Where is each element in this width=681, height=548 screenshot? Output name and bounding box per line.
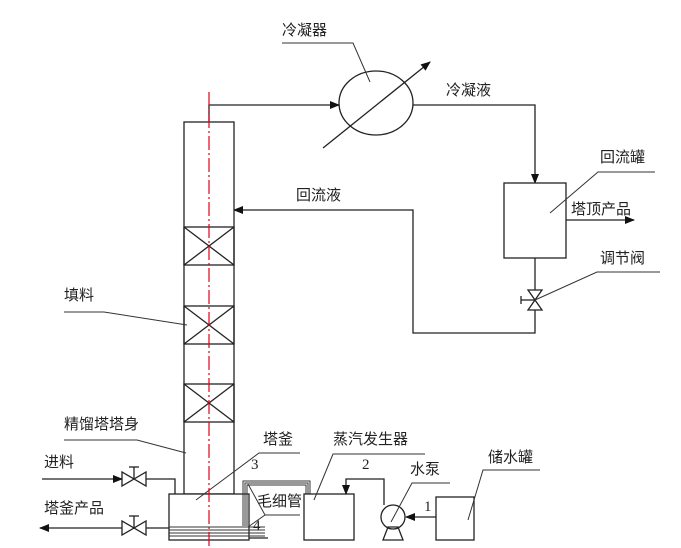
condenser <box>322 61 431 149</box>
water-pump-icon[interactable] <box>380 504 406 541</box>
label-water-tank: 储水罐 <box>488 448 533 466</box>
label-water-pump: 水泵 <box>410 460 440 478</box>
label-control-valve: 调节阀 <box>600 249 645 267</box>
vapor-line <box>208 101 340 122</box>
control-valve-icon[interactable] <box>520 289 544 311</box>
label-condensate: 冷凝液 <box>446 81 491 99</box>
label-reboiler: 塔釜 <box>263 430 293 448</box>
water-tank <box>435 496 475 541</box>
label-top-product: 塔顶产品 <box>571 200 631 218</box>
label-column-body: 精馏塔塔身 <box>64 415 139 433</box>
leader-steam-generator <box>313 453 425 501</box>
leader-packing <box>64 311 188 326</box>
label-number-3: 3 <box>251 457 259 473</box>
leader-water-pump <box>390 482 450 523</box>
label-number-2: 2 <box>362 457 370 473</box>
feed-valve-icon[interactable] <box>121 466 147 488</box>
reflux-line <box>233 206 536 334</box>
reboiler-liquid <box>169 526 265 537</box>
label-packing: 填料 <box>64 286 94 304</box>
coolant-arrow-icon <box>322 61 431 149</box>
condensate-line <box>413 104 539 184</box>
bottom-valve-icon[interactable] <box>121 515 147 537</box>
label-reflux-tank: 回流罐 <box>600 148 645 166</box>
label-number-4: 4 <box>253 518 261 534</box>
leader-reboiler <box>195 452 300 501</box>
label-steam-generator: 蒸汽发生器 <box>333 430 408 448</box>
label-feed: 进料 <box>44 453 74 471</box>
label-condenser: 冷凝器 <box>282 21 327 39</box>
label-capillary: 毛细管 <box>257 492 302 510</box>
reflux-tank <box>503 182 567 259</box>
label-number-1: 1 <box>424 499 432 515</box>
leader-condenser <box>282 42 371 83</box>
leader-water-tank <box>467 469 540 521</box>
water-line-to-generator <box>342 478 385 505</box>
leader-reflux-tank <box>549 171 655 214</box>
leader-control-valve <box>534 271 660 301</box>
steam-generator <box>303 493 355 541</box>
label-bottom-product: 塔釜产品 <box>44 499 104 517</box>
leader-column-body <box>64 439 187 454</box>
label-reflux-liquid: 回流液 <box>296 186 341 204</box>
capillary-tubes <box>242 480 311 539</box>
